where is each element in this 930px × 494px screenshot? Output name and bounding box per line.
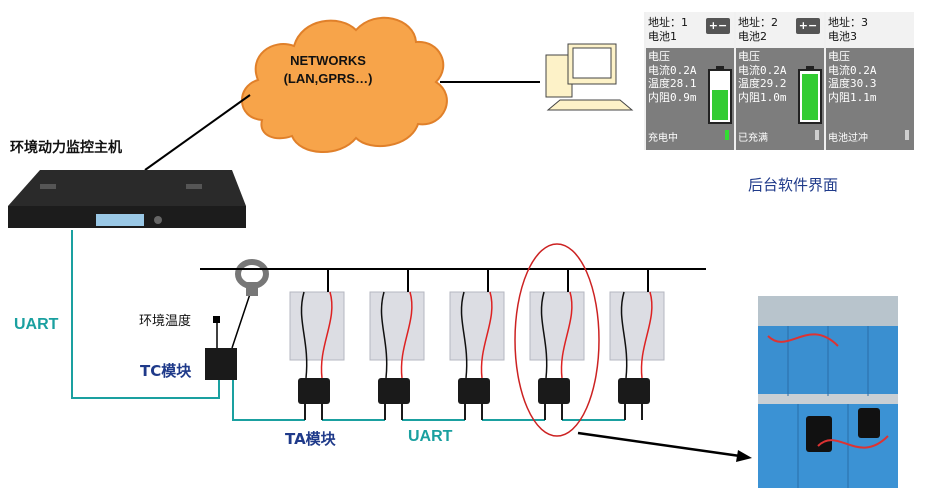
cell-name: 电池2: [738, 30, 767, 43]
temp-sensor-icon: [213, 316, 220, 323]
host-title: 环境动力监控主机: [10, 140, 122, 156]
battery-status-icon: +−: [796, 18, 820, 34]
cell-status: 充电中: [648, 133, 678, 144]
cell-temperature: 温度29.2: [738, 77, 787, 90]
cell-resistance: 内阻0.9m: [648, 90, 697, 104]
highlight-ellipse: [514, 243, 600, 437]
battery-status-icon: +−: [706, 18, 730, 34]
battery-level-icon: [798, 66, 822, 124]
software-caption: 后台软件界面: [748, 176, 839, 194]
cell-header: [826, 12, 914, 48]
battery-cell-icon: [289, 291, 345, 420]
cell-voltage: 电压: [738, 50, 760, 63]
cell-current: 电流0.2A: [648, 63, 697, 77]
cell-name: 电池3: [828, 30, 857, 43]
status-led: [725, 130, 729, 140]
cell-resistance: 内阻1.0m: [738, 90, 787, 104]
photo-battery-rack: [758, 296, 898, 488]
uart-label-left: UART: [14, 316, 59, 333]
software-panel: 地址：1 电池1 +− 电压 电流0.2A 温度28.1 内阻0.9m 充电中 …: [644, 12, 914, 150]
photo-image: [758, 296, 898, 488]
cell-current: 电流0.2A: [828, 63, 877, 77]
rack-host-icon: [8, 170, 246, 228]
cell-resistance: 内阻1.1m: [828, 90, 877, 104]
tc-module-box: [205, 348, 237, 380]
cell-data: 电压 电流0.2A 温度28.1 内阻0.9m: [648, 50, 697, 104]
arrow-to-photo: [577, 431, 741, 458]
network-link-host: [144, 94, 251, 171]
cell-temperature: 温度28.1: [648, 77, 697, 90]
cell-address: 地址：3: [828, 16, 868, 29]
cell-voltage: 电压: [648, 50, 670, 63]
cell-current: 电流0.2A: [738, 63, 787, 77]
battery-cell-card: 地址：1 电池1 +− 电压 电流0.2A 温度28.1 内阻0.9m 充电中: [646, 12, 734, 150]
cell-address: 地址：2: [738, 16, 778, 29]
cloud-line-2: (LAN,GPRS…): [283, 71, 373, 86]
cell-address: 地址：1: [648, 16, 688, 29]
env-temp-label: 环境温度: [139, 314, 192, 329]
arrowhead-icon: [736, 450, 752, 462]
cell-name: 电池1: [648, 30, 677, 43]
uart-line-tc-ta: [232, 380, 305, 421]
battery-cell-card: 地址：3 电池3 电压 电流0.2A 温度30.3 内阻1.1m 电池过冲: [826, 12, 914, 150]
cell-status: 电池过冲: [828, 133, 868, 144]
uart-line-host-tc: [71, 230, 220, 399]
battery-level-icon: [708, 66, 732, 124]
cloud-line-1: NETWORKS: [290, 53, 366, 68]
tc-module-label: TC模块: [140, 362, 192, 380]
status-led: [905, 130, 909, 140]
ta-module-label: TA模块: [285, 430, 336, 448]
cell-data: 电压 电流0.2A 温度29.2 内阻1.0m: [738, 50, 787, 104]
clamp-wire: [231, 287, 253, 349]
battery-cell-icon: [449, 291, 505, 420]
battery-cell-card: 地址：2 电池2 +− 电压 电流0.2A 温度29.2 内阻1.0m 已充满: [736, 12, 824, 150]
cloud-label: NETWORKS (LAN,GPRS…): [258, 52, 398, 88]
cell-data: 电压 电流0.2A 温度30.3 内阻1.1m: [828, 50, 877, 104]
cell-voltage: 电压: [828, 50, 850, 63]
status-led: [815, 130, 819, 140]
battery-cell-icon: [609, 291, 665, 420]
desktop-computer-icon: [545, 43, 634, 111]
uart-label-bottom: UART: [408, 428, 453, 445]
cell-temperature: 温度30.3: [828, 77, 877, 90]
current-clamp-icon: [235, 259, 269, 296]
battery-cell-icon: [529, 291, 585, 420]
battery-cell-icon: [369, 291, 425, 420]
cell-status: 已充满: [738, 133, 768, 144]
cloud-icon: [241, 16, 448, 153]
